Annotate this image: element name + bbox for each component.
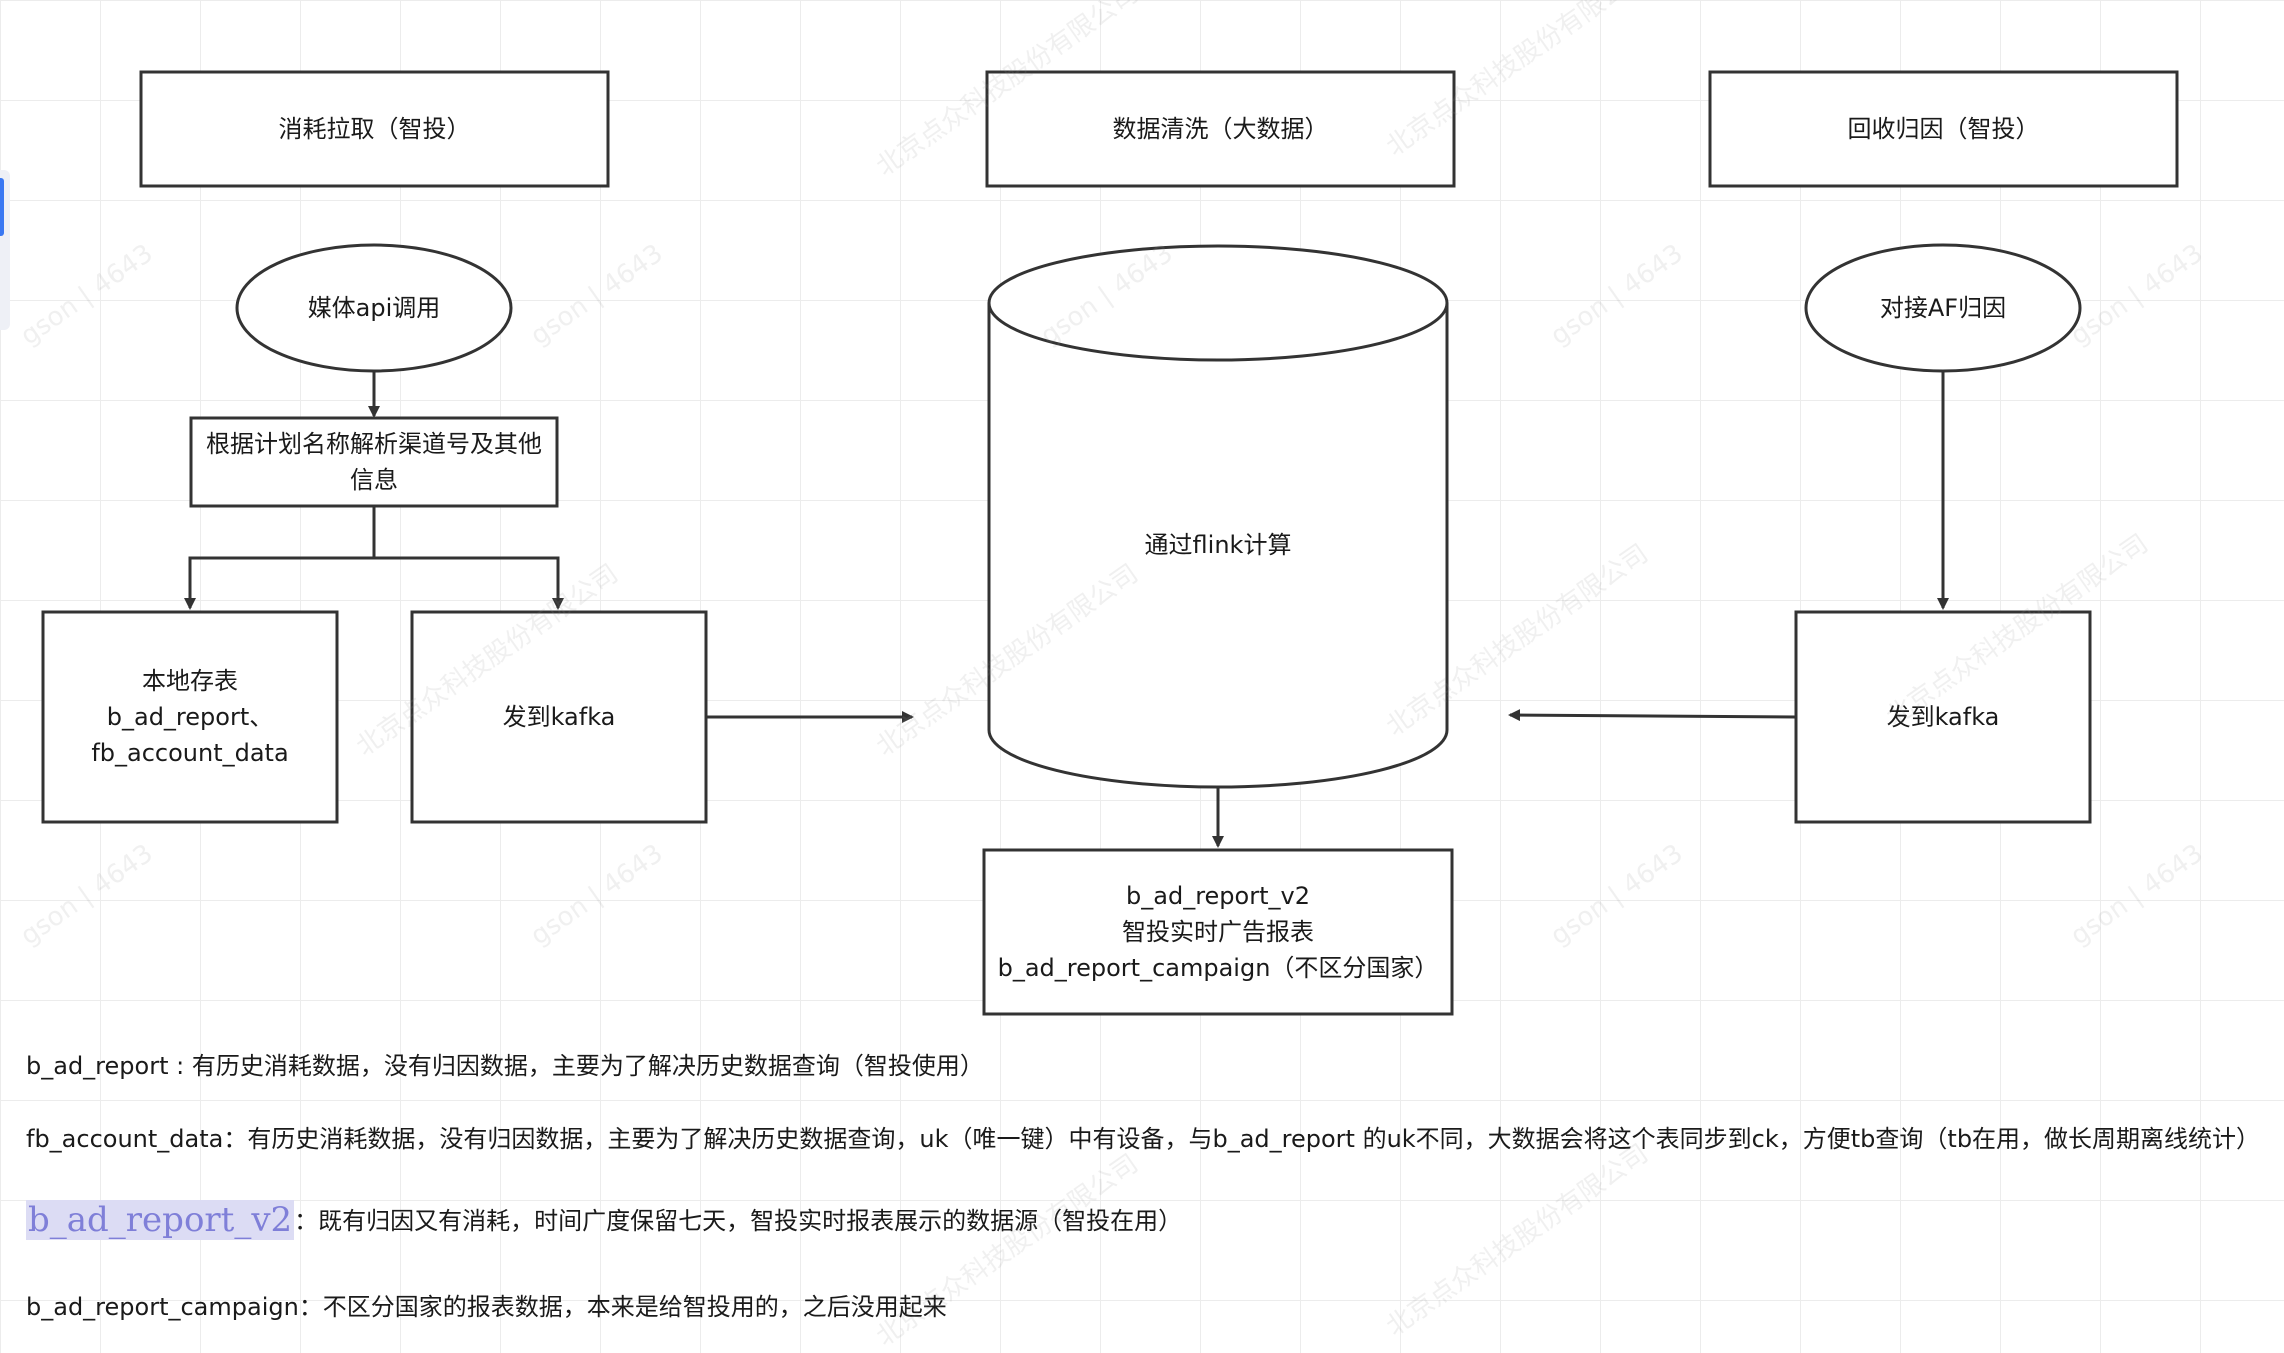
output-box-label: b_ad_report_v2 智投实时广告报表 b_ad_report_camp…	[984, 850, 1452, 1014]
output-line-1: b_ad_report_v2	[1126, 882, 1310, 910]
right-kafka-label: 发到kafka	[1886, 703, 2000, 731]
header-data-cleaning: 数据清洗（大数据）	[1112, 115, 1329, 143]
arrow-parse-to-local[interactable]	[184, 506, 376, 610]
header-consume-pull: 消耗拉取（智投）	[278, 115, 471, 143]
note-b-ad-report: b_ad_report : 有历史消耗数据，没有归因数据，主要为了解决历史数据查…	[26, 1052, 984, 1080]
header-attribution: 回收归因（智投）	[1847, 115, 2040, 143]
header-box-right[interactable]	[1708, 70, 2179, 188]
parse-line-2: 信息	[350, 466, 398, 494]
arrow-right-kafka-to-flink[interactable]	[1508, 709, 1797, 722]
left-panel-edge[interactable]	[0, 170, 10, 330]
note-b-ad-report-v2: b_ad_report_v2：既有归因又有消耗，时间广度保留七天，智投实时报表展…	[26, 1200, 1183, 1240]
local-table-box[interactable]	[41, 610, 339, 824]
af-attribution-label: 对接AF归因	[1879, 294, 2007, 322]
header-box-center[interactable]	[985, 70, 1456, 188]
note-v2-text: ：既有归因又有消耗，时间广度保留七天，智投实时报表展示的数据源（智投在用）	[294, 1207, 1183, 1235]
left-kafka-label: 发到kafka	[502, 703, 616, 731]
local-line-1: 本地存表	[142, 667, 238, 695]
parse-box-label: 根据计划名称解析渠道号及其他 信息	[191, 418, 557, 506]
left-panel-tab[interactable]	[0, 178, 4, 236]
output-line-3: b_ad_report_campaign（不区分国家）	[997, 954, 1439, 982]
local-table-label: 本地存表 b_ad_report、 fb_account_data	[43, 612, 337, 822]
right-kafka-box[interactable]	[1794, 610, 2092, 824]
output-box[interactable]	[982, 848, 1454, 1016]
local-line-3: fb_account_data	[91, 739, 289, 767]
flink-label: 通过flink计算	[1144, 531, 1292, 559]
parse-line-1: 根据计划名称解析渠道号及其他	[206, 430, 542, 458]
note-b-ad-report-campaign: b_ad_report_campaign：不区分国家的报表数据，本来是给智投用的…	[26, 1293, 947, 1321]
header-box-left[interactable]	[139, 70, 610, 188]
note-fb-account-data: fb_account_data：有历史消耗数据，没有归因数据，主要为了解决历史数…	[26, 1125, 2261, 1153]
arrow-parse-to-kafka[interactable]	[374, 556, 564, 610]
left-kafka-box[interactable]	[410, 610, 708, 824]
highlighted-table-name[interactable]: b_ad_report_v2	[26, 1200, 295, 1240]
flink-cylinder[interactable]	[987, 244, 1449, 789]
output-line-2: 智投实时广告报表	[1122, 918, 1314, 946]
parse-box[interactable]	[189, 416, 559, 508]
media-api-label: 媒体api调用	[307, 294, 441, 322]
local-line-2: b_ad_report、	[106, 703, 274, 731]
